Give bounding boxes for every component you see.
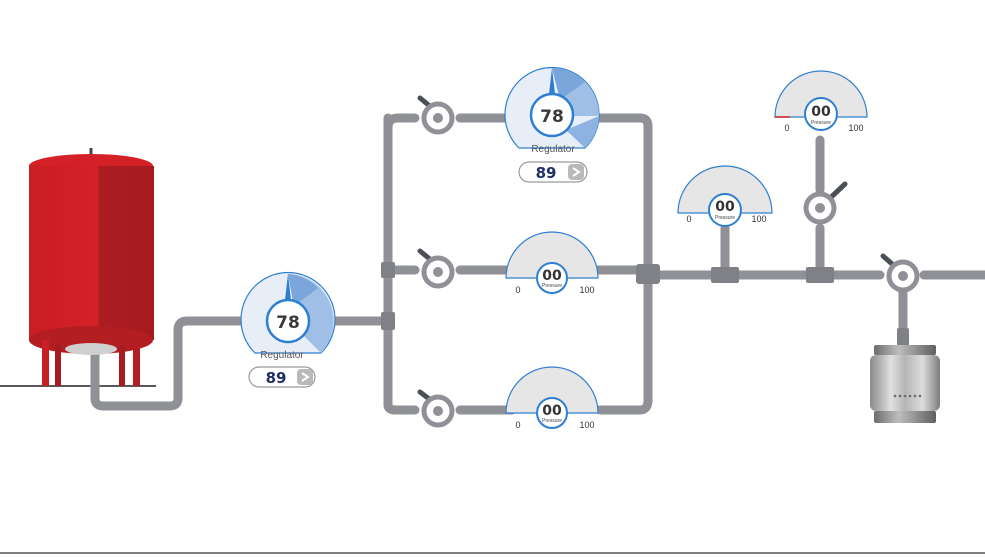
valve-outlet[interactable] [880, 253, 920, 293]
pressure-gauge-right-1: 00 Pressure 0 100 [677, 165, 773, 227]
pressure-gauge-right-1-min: 0 [686, 214, 691, 224]
regulator-main[interactable]: 78 Regulator 89 [240, 272, 336, 388]
regulator-top-setpoint: 89 [536, 164, 557, 182]
pressure-gauge-right-2: 00 Pressure 0 100 [774, 70, 868, 133]
valve-top-left[interactable] [417, 95, 455, 135]
valve-right-vertical[interactable] [803, 181, 848, 225]
regulator-top[interactable]: 78 Regulator 89 [504, 67, 600, 183]
regulator-top-value: 78 [540, 107, 564, 127]
pipe-joints [381, 262, 909, 346]
water-tank [29, 148, 154, 386]
regulator-top-label: Regulator [531, 144, 575, 155]
pressure-gauge-bottom-min: 0 [515, 420, 520, 430]
pressure-gauge-right-2-value: 00 [811, 104, 831, 120]
regulator-main-value: 78 [276, 313, 300, 333]
regulator-main-label: Regulator [260, 350, 304, 361]
regulator-main-needle [285, 274, 291, 300]
regulator-main-setpoint: 89 [266, 369, 287, 387]
regulator-main-arrow-button[interactable] [297, 369, 313, 385]
pressure-gauge-right-1-label: Pressure [715, 215, 735, 221]
regulator-top-arrow-button[interactable] [568, 164, 584, 180]
pressure-gauge-mid-label: Pressure [542, 283, 562, 289]
pressure-gauge-right-2-min: 0 [784, 123, 789, 133]
pressure-gauge-mid-min: 0 [515, 285, 520, 295]
pressure-gauge-right-2-max: 100 [848, 123, 863, 133]
regulator-top-needle [549, 68, 555, 94]
pipe-network [90, 113, 985, 415]
pressure-gauge-mid-value: 00 [542, 268, 562, 284]
pressure-gauge-mid: 00 Pressure 0 100 [505, 231, 599, 295]
chevron-right-icon [301, 372, 310, 382]
pressure-gauge-right-2-label: Pressure [811, 120, 831, 126]
pump-unit [870, 345, 940, 423]
valve-mid-left[interactable] [417, 248, 455, 289]
pressure-gauge-bottom-label: Pressure [542, 418, 562, 424]
chevron-right-icon [572, 167, 581, 177]
pressure-gauge-bottom-max: 100 [579, 420, 594, 430]
pressure-gauge-right-1-value: 00 [715, 199, 735, 215]
valve-bottom-left[interactable] [417, 389, 455, 428]
pressure-gauge-bottom-value: 00 [542, 403, 562, 419]
pressure-gauge-mid-max: 100 [579, 285, 594, 295]
pressure-gauge-right-1-max: 100 [751, 214, 766, 224]
pressure-gauge-bottom: 00 Pressure 0 100 [505, 366, 599, 430]
